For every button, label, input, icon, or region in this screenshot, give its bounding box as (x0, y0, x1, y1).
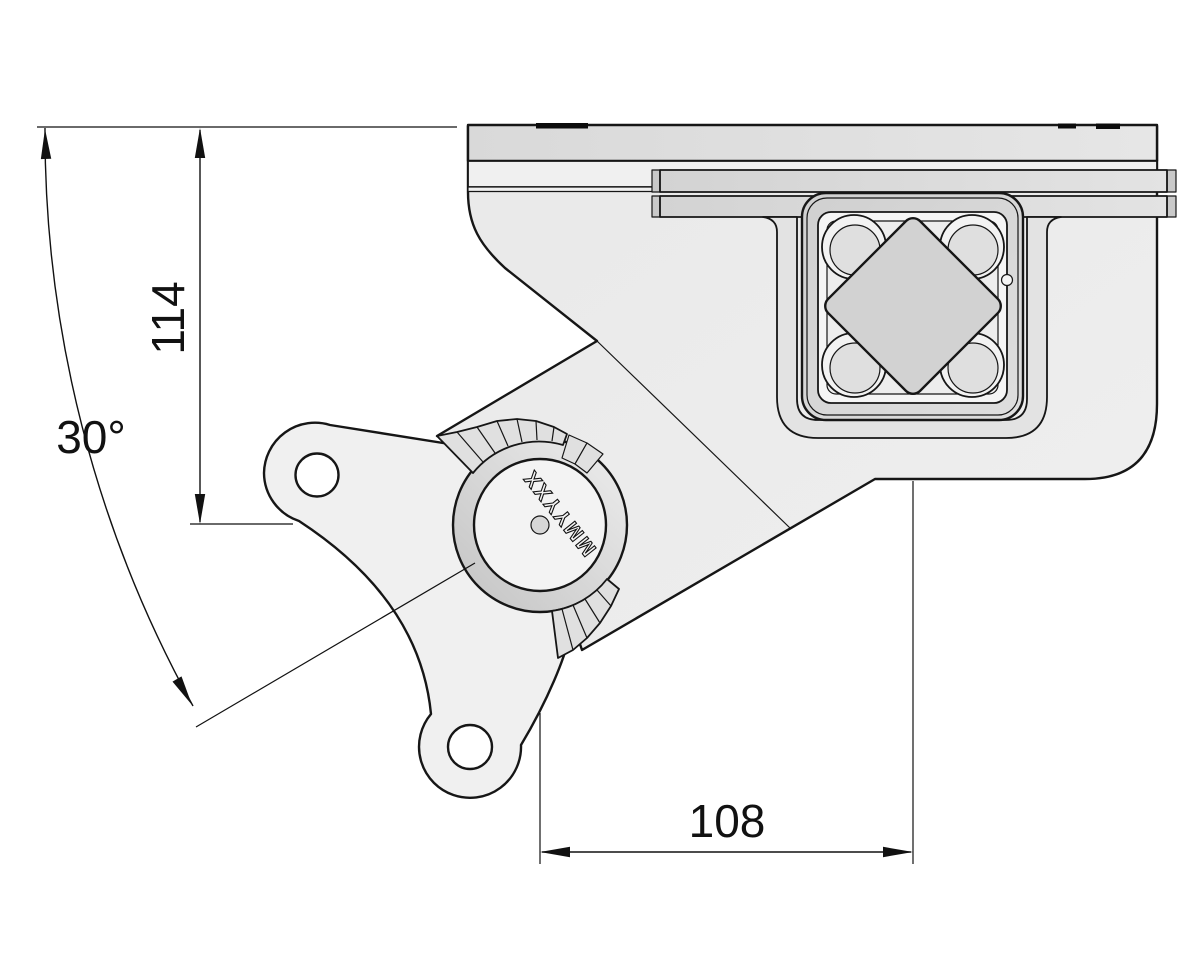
weld-mark (1096, 123, 1120, 129)
square-receptacle (800, 191, 1025, 422)
arrowhead-right (883, 846, 913, 858)
square-shaft-diamond (824, 217, 1002, 395)
angle-arc (44, 127, 194, 707)
angle-reference-line (195, 562, 476, 728)
weld-mark (536, 123, 588, 129)
roller-rings (821, 214, 1005, 398)
cavity-notch (1000, 273, 1014, 287)
arrowhead-left (540, 846, 570, 858)
tab-rail-left-cap (651, 195, 661, 218)
arrowhead-arc-top (39, 128, 52, 160)
clamp-hub: MMYYXX (436, 418, 629, 659)
plate-upper-band (466, 123, 1159, 163)
arrowhead-up (194, 128, 206, 158)
body-crease-edge (596, 340, 791, 529)
u-channel-holder (762, 216, 1062, 439)
serration-collar (436, 418, 604, 474)
arrowhead-down (194, 494, 206, 524)
front-rail-left-cap (651, 169, 661, 193)
dimension-angle-30: 30° (39, 127, 476, 728)
bolt-hole-lower (446, 723, 494, 771)
hub-center-mark (530, 515, 550, 535)
cassette-frame-inner-line (806, 197, 1019, 416)
u-channel-body (762, 216, 1062, 439)
dimension-height-114: 114 (37, 126, 457, 525)
front-rail-right-cap (1166, 169, 1177, 193)
roller-core (947, 342, 999, 394)
serration-tail (551, 578, 620, 659)
bolt-hole-upper (294, 452, 340, 498)
dimension-width-label: 108 (689, 795, 766, 847)
tab-rail-right-cap (1166, 195, 1177, 218)
dimension-height-label: 114 (142, 281, 194, 354)
arrowhead-arc-bottom (172, 676, 197, 708)
roller-core (829, 342, 881, 394)
dimension-width-108: 108 (539, 481, 914, 864)
weld-mark (1058, 123, 1076, 129)
dimension-angle-label: 30° (56, 411, 126, 463)
front-rail (659, 169, 1168, 193)
